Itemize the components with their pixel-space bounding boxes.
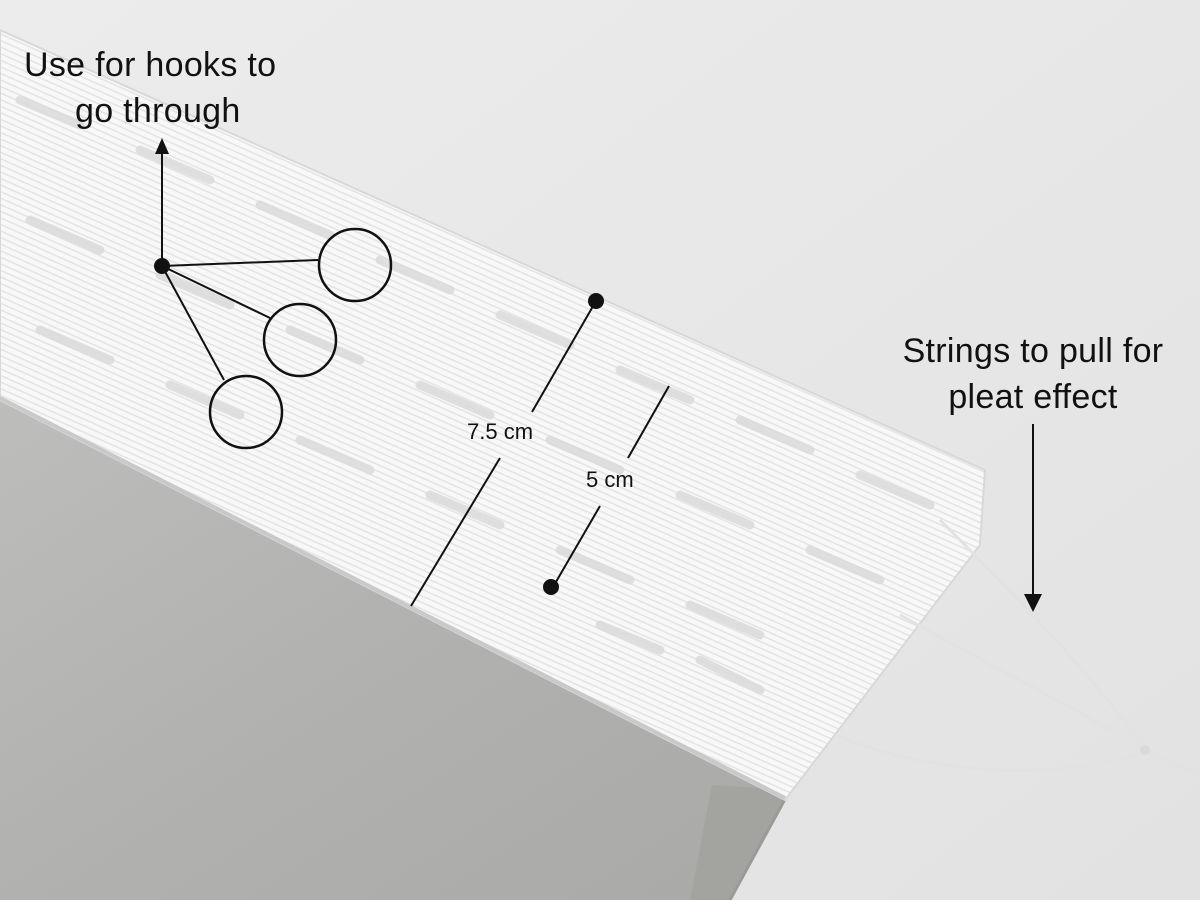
measure-outer-label: 7.5 cm <box>467 419 534 444</box>
curtain-hem-edge <box>728 789 792 900</box>
curtain-fabric <box>0 395 790 900</box>
measure-inner-dot <box>543 579 559 595</box>
measure-outer-line-top <box>531 300 597 413</box>
hook-pocket-circle-3 <box>208 374 284 450</box>
hook-pocket-circle-1 <box>317 227 393 303</box>
hook-pocket-circle-2 <box>262 302 338 378</box>
measure-inner-line-bottom <box>552 505 601 588</box>
strings-label-line-2: pleat effect <box>948 378 1118 416</box>
measure-inner-line-top <box>627 385 670 459</box>
hooks-leader-2 <box>161 265 271 319</box>
tape-bottom-edge <box>0 396 786 800</box>
hooks-label-line-1: Use for hooks to <box>24 46 277 84</box>
hooks-leader-1 <box>161 259 319 267</box>
measure-outer-dot <box>588 293 604 309</box>
strings-label-line-1: Strings to pull for <box>902 332 1164 370</box>
hooks-label-line-2: go through <box>75 92 241 130</box>
hooks-annotation-label: Use for hooks to go through <box>24 42 276 134</box>
strings-arrow-head <box>1024 594 1042 612</box>
hooks-arrow-head <box>155 138 169 154</box>
hooks-leader-3 <box>161 265 225 381</box>
measure-inner-label: 5 cm <box>586 467 634 492</box>
pull-strings <box>834 518 1200 777</box>
tape-pockets <box>15 95 935 695</box>
measure-outer-line-bottom <box>410 457 501 607</box>
curtain-hem <box>690 785 790 900</box>
string-knot <box>1140 745 1150 755</box>
hooks-dot <box>154 258 170 274</box>
strings-annotation-label: Strings to pull for pleat effect <box>878 328 1188 420</box>
